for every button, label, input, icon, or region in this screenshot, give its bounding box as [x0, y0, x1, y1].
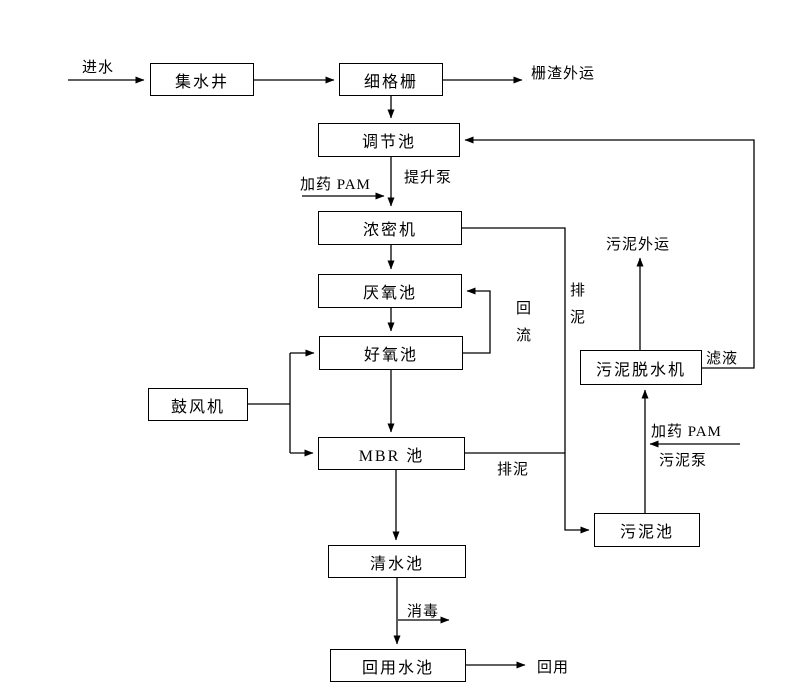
node-aerobic-tank: 好氧池	[319, 336, 463, 370]
node-sludge-tank: 污泥池	[594, 513, 700, 547]
label-screen-residue-out: 栅渣外运	[531, 66, 596, 82]
label-lift-pump: 提升泵	[404, 170, 453, 186]
node-thickener: 浓密机	[318, 211, 462, 245]
node-sludge-dewatering-machine: 污泥脱水机	[580, 350, 702, 385]
node-reuse-water-tank: 回用水池	[330, 649, 466, 682]
label-disinfection: 消毒	[407, 604, 440, 620]
label-reflux: 回流	[514, 300, 530, 354]
node-mbr-tank: MBR 池	[318, 437, 465, 470]
label-sludge-discharge-vertical: 排泥	[568, 282, 584, 336]
flow-reflux-loop	[463, 287, 491, 354]
flow-thickener-to-sludge-tank	[462, 227, 590, 534]
label-filtrate: 滤液	[706, 351, 739, 367]
node-blower: 鼓风机	[148, 388, 248, 421]
flow-filtrate-return	[464, 136, 755, 369]
label-sludge-discharge-horizontal: 排泥	[497, 462, 530, 478]
node-fine-screen: 细格栅	[339, 63, 443, 96]
node-collection-well: 集水井	[150, 63, 254, 96]
label-reuse: 回用	[537, 660, 570, 676]
label-sludge-out: 污泥外运	[606, 237, 671, 253]
label-sludge-pump: 污泥泵	[659, 453, 708, 469]
label-influent: 进水	[82, 60, 115, 76]
label-dose-pam-top: 加药 PAM	[300, 177, 371, 193]
label-dose-pam-bottom: 加药 PAM	[651, 424, 722, 440]
node-regulation-tank: 调节池	[318, 123, 460, 157]
node-anaerobic-tank: 厌氧池	[318, 274, 462, 308]
node-clear-water-tank: 清水池	[328, 545, 466, 578]
